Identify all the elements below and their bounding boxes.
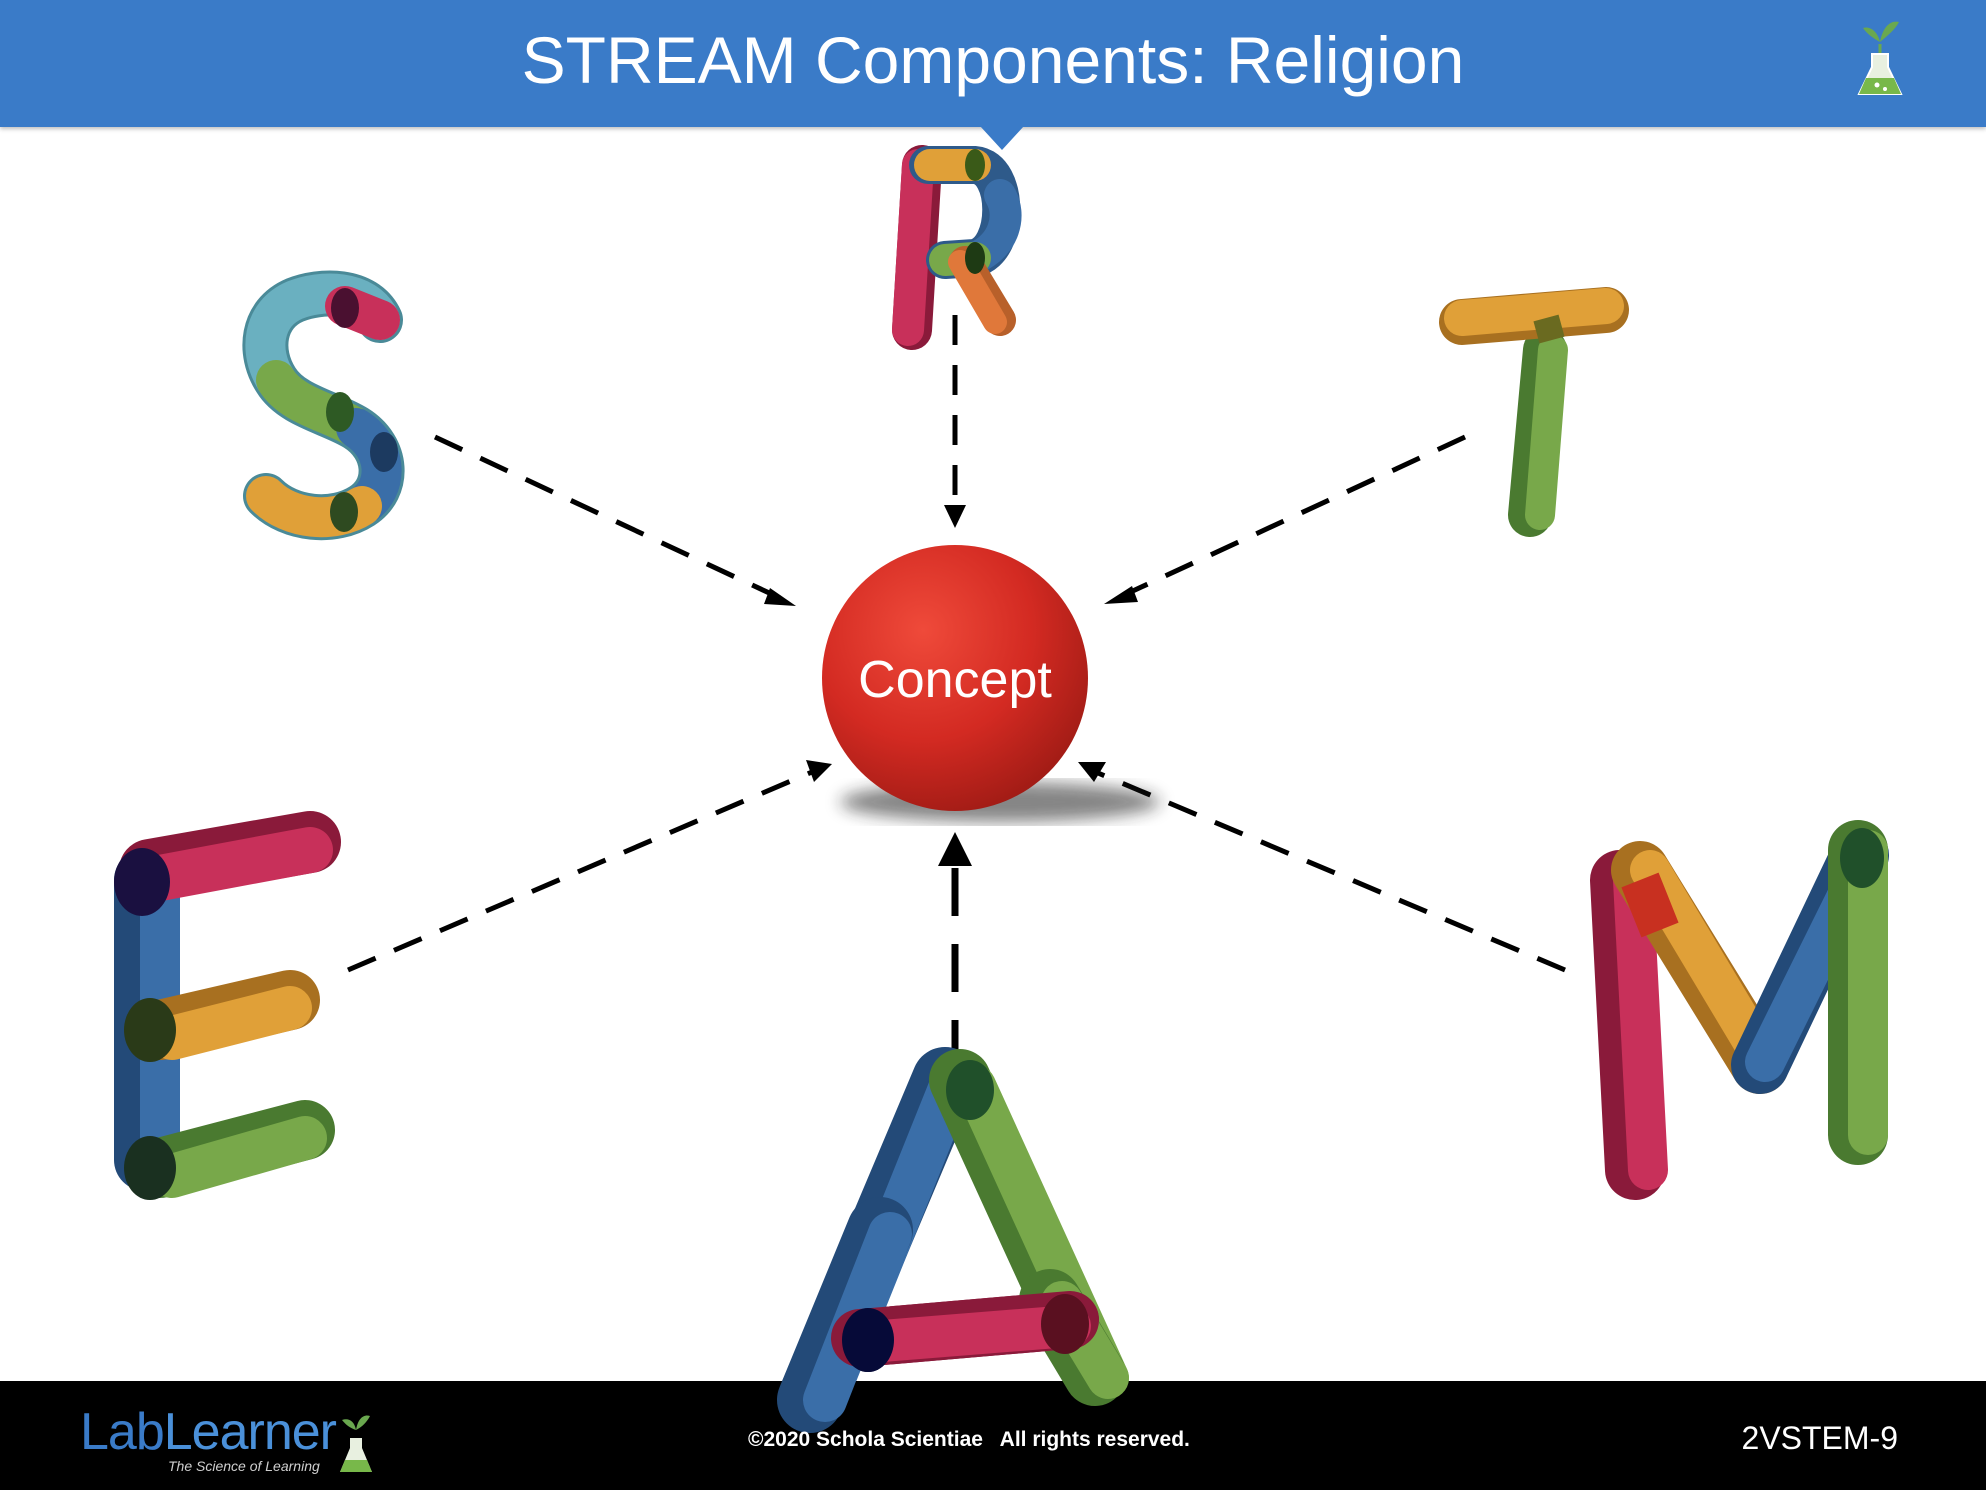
letter-t	[1439, 287, 1629, 537]
arrow-from-e	[347, 760, 832, 973]
arrow-from-r	[944, 315, 966, 528]
letter-e	[114, 811, 341, 1200]
arrow-from-t	[1104, 434, 1467, 604]
arrow-from-s	[433, 434, 796, 606]
logo-lab: Lab	[80, 1403, 165, 1461]
slide-title: STREAM Components: Religion	[521, 23, 1465, 97]
arrow-from-a	[938, 832, 972, 1068]
footer	[0, 1381, 1986, 1490]
logo-learner: Learner	[163, 1403, 337, 1461]
flask-icon	[1857, 21, 1903, 95]
copyright-text: ©2020 Schola Scientiae All rights reserv…	[748, 1428, 1190, 1451]
letter-r	[892, 145, 1022, 350]
arrow-from-m	[1078, 762, 1566, 973]
lablearner-logo: LabLearner	[80, 1402, 337, 1462]
concept-sphere	[822, 545, 1088, 811]
header-pointer	[980, 126, 1024, 150]
slide-number: 2VSTEM-9	[1741, 1420, 1898, 1456]
slide-header: STREAM Components: Religion	[0, 0, 1986, 127]
concept-label: Concept	[858, 651, 1052, 709]
letter-m	[1590, 820, 1889, 1200]
letter-s	[242, 270, 405, 541]
letter-a	[777, 1047, 1129, 1433]
logo-tagline: The Science of Learning	[168, 1458, 320, 1474]
flask-icon	[340, 1415, 372, 1472]
